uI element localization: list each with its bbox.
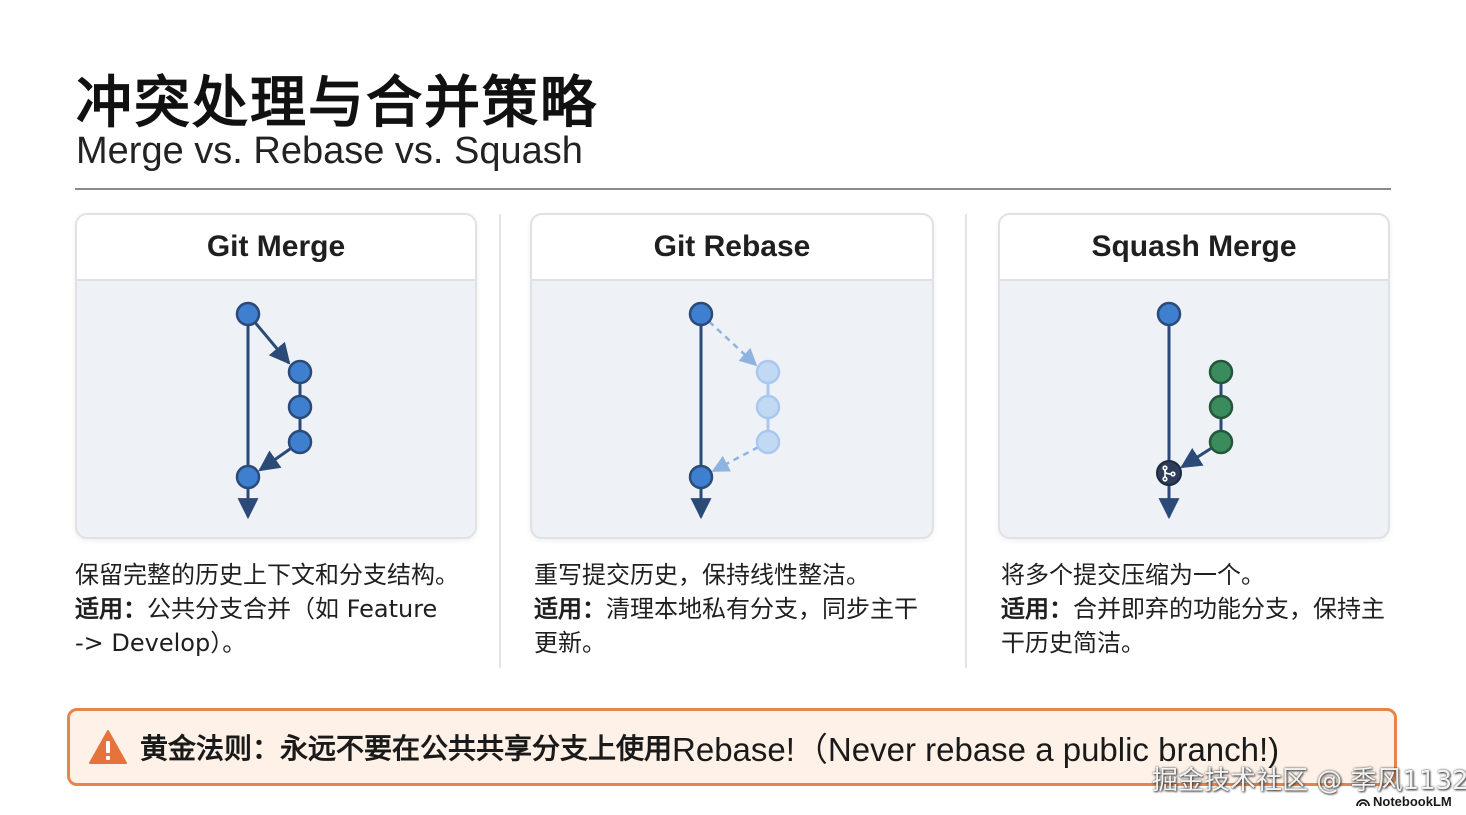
rebase-description: 重写提交历史，保持线性整洁。 适用：清理本地私有分支，同步主干 更新。: [534, 558, 918, 660]
main-commit: [688, 301, 714, 327]
usage-text-cont: 更新。: [534, 629, 606, 657]
squashed-commit: [1156, 460, 1182, 486]
tip-commit: [688, 464, 714, 490]
merge-description: 保留完整的历史上下文和分支结构。 适用：公共分支合并（如 Feature -> …: [75, 558, 459, 660]
merge-diagram: [235, 301, 313, 520]
card-title: Squash Merge: [1000, 215, 1388, 281]
usage-text: 公共分支合并（如 Feature: [147, 595, 438, 623]
notebooklm-brand: NotebookLM: [1356, 794, 1452, 809]
golden-rule-banner: 黄金法则：永远不要在公共共享分支上使用 Rebase!（Never rebase…: [67, 708, 1397, 786]
notebooklm-icon: [1356, 799, 1370, 807]
main-commit: [1156, 301, 1182, 327]
usage-text: 清理本地私有分支，同步主干: [606, 595, 918, 623]
squash-description: 将多个提交压缩为一个。 适用：合并即弃的功能分支，保持主 干历史简洁。: [1001, 558, 1385, 660]
usage-line: 适用：公共分支合并（如 Feature: [75, 592, 459, 626]
page-title: 冲突处理与合并策略: [76, 71, 598, 136]
feature-commit: [287, 429, 313, 455]
rewritten-commit: [755, 359, 781, 385]
page-subtitle: Merge vs. Rebase vs. Squash: [76, 130, 583, 172]
desc-line: 重写提交历史，保持线性整洁。: [534, 561, 870, 589]
main-commit: [235, 301, 261, 327]
usage-line: 适用：合并即弃的功能分支，保持主: [1001, 592, 1385, 626]
card-title: Git Merge: [77, 215, 475, 281]
rebase-out-arrow: [700, 313, 758, 367]
rewritten-commit: [755, 394, 781, 420]
warning-triangle-icon: [89, 730, 127, 764]
desc-line: 保留完整的历史上下文和分支结构。: [75, 561, 459, 589]
desc-line: 将多个提交压缩为一个。: [1001, 561, 1265, 589]
merge-commit: [235, 464, 261, 490]
usage-label: 适用：: [1001, 595, 1073, 623]
usage-text-cont: 干历史简洁。: [1001, 629, 1145, 657]
usage-label: 适用：: [75, 595, 147, 623]
squash-diagram: [1156, 301, 1234, 520]
card-git-merge: Git Merge: [75, 213, 477, 539]
card-title: Git Rebase: [532, 215, 932, 281]
card-git-rebase: Git Rebase: [530, 213, 934, 539]
feature-commit: [1208, 394, 1234, 420]
card-squash-merge: Squash Merge: [998, 213, 1390, 539]
watermark: 掘金技术社区 @ 季风1132: [1152, 766, 1466, 796]
column-divider: [965, 214, 967, 668]
feature-commit: [1208, 359, 1234, 385]
usage-text-cont: -> Develop）。: [75, 629, 247, 657]
feature-commit: [287, 359, 313, 385]
golden-rule-rest: Rebase!（Never rebase a public branch!): [672, 731, 1280, 768]
rewritten-commit: [755, 429, 781, 455]
header-divider: [75, 188, 1391, 190]
brand-label: NotebookLM: [1373, 794, 1452, 809]
usage-line: 适用：清理本地私有分支，同步主干: [534, 592, 918, 626]
usage-text: 合并即弃的功能分支，保持主: [1073, 595, 1385, 623]
feature-commit: [1208, 429, 1234, 455]
column-divider: [499, 214, 501, 668]
rebase-diagram: [688, 301, 781, 520]
feature-commit: [287, 394, 313, 420]
usage-label: 适用：: [534, 595, 606, 623]
merge-icon: [1162, 465, 1176, 482]
golden-rule-strong: 黄金法则：永远不要在公共共享分支上使用: [140, 732, 673, 765]
